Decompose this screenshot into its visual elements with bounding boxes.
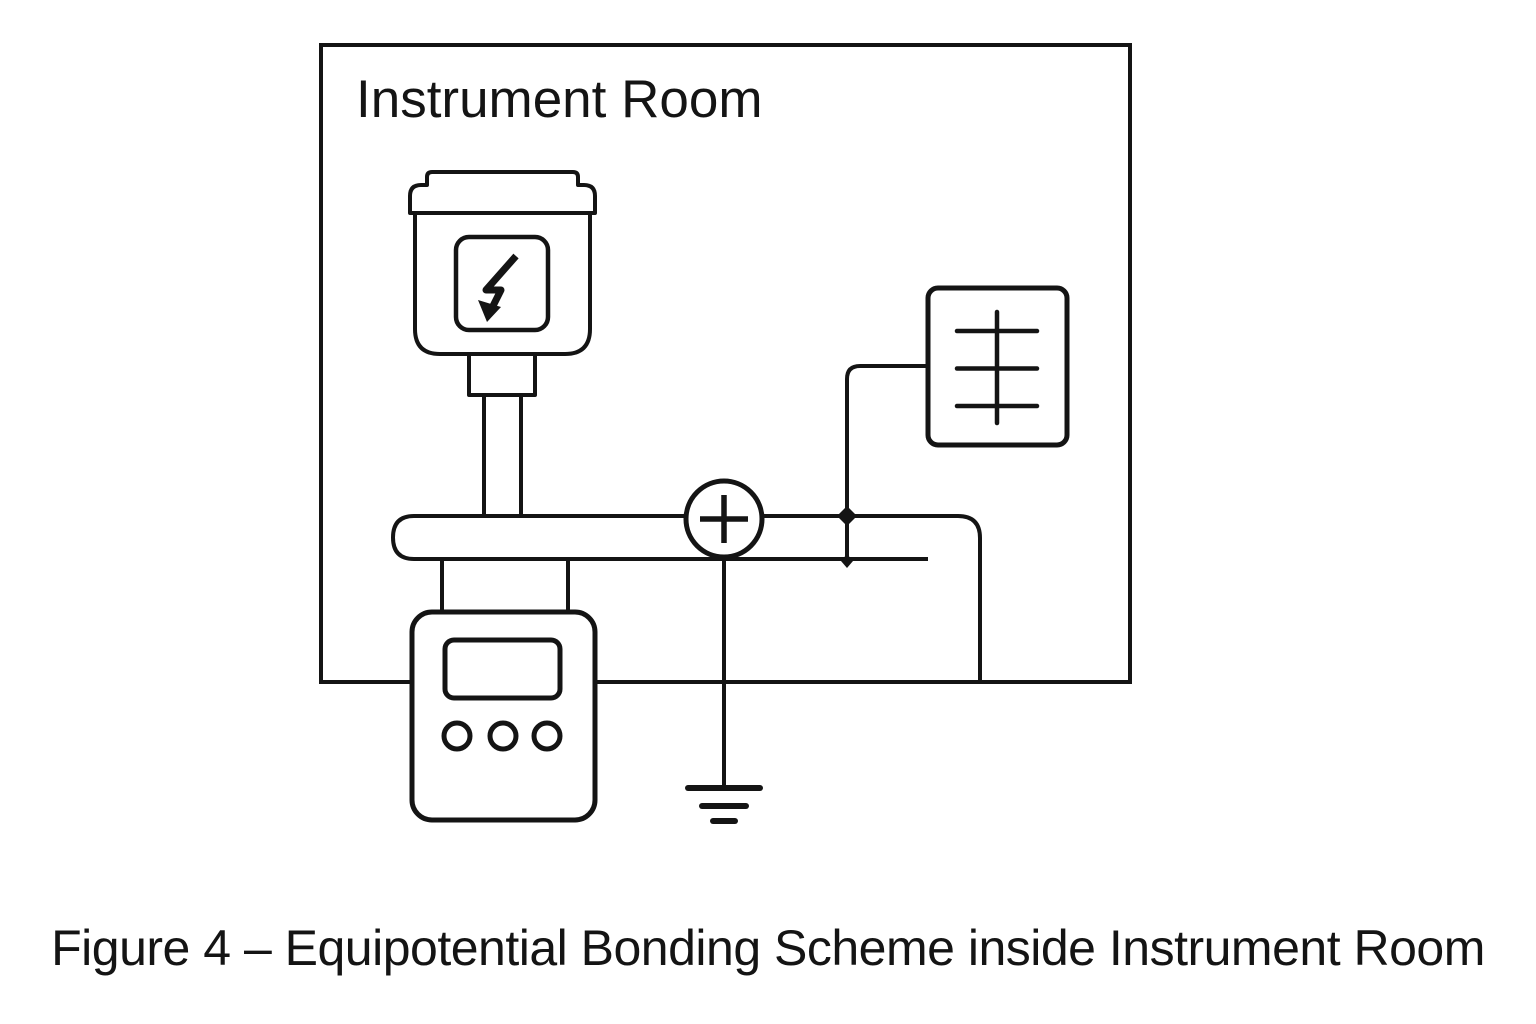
indicator-device: [409, 560, 598, 823]
lightning-bolt-icon: [478, 253, 519, 322]
device-button-1: [441, 720, 473, 752]
transmitter-instrument: [408, 170, 597, 518]
transmitter-cap: [408, 170, 597, 215]
device-buttons: [441, 720, 563, 752]
equipotential-busbar: [391, 514, 982, 680]
device-mount-lines: [440, 560, 570, 613]
device-button-3: [531, 720, 563, 752]
room-label: Instrument Room: [356, 70, 763, 129]
transmitter-neck: [467, 352, 537, 397]
terminal-bond-wire: [841, 364, 928, 568]
wire-end-tip: [841, 554, 853, 568]
figure-caption: Figure 4 – Equipotential Bonding Scheme …: [51, 920, 1485, 976]
hazard-label-plate: [453, 234, 551, 333]
bonding-node-icon: [683, 478, 765, 560]
diagram-art: [319, 43, 1132, 824]
terminal-block-icon: [925, 285, 1070, 448]
device-screen: [442, 637, 563, 701]
transmitter-stem: [482, 393, 523, 518]
earth-ground-icon: [685, 558, 763, 824]
device-button-2: [487, 720, 519, 752]
junction-dot: [837, 506, 857, 526]
